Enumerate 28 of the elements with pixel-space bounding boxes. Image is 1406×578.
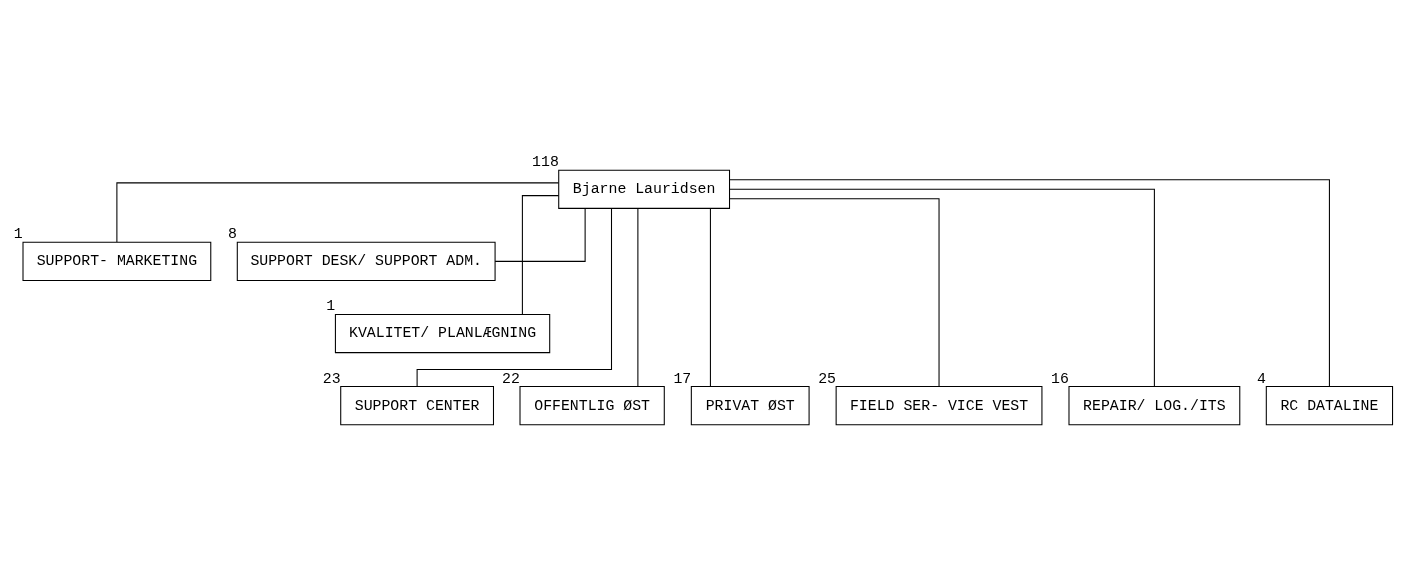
node-box: REPAIR/ LOG./ITS [1068,385,1241,425]
connector [709,207,711,387]
connector [494,207,586,262]
node-box: KVALITET/ PLANLÆGNING [334,313,551,353]
node-box: OFFENTLIG ØST [519,385,665,425]
node-box: RC DATALINE [1265,385,1394,425]
connector [729,178,1330,387]
connector [521,194,560,315]
node-label: 1 [13,225,23,242]
node-label: 17 [673,370,692,387]
connector [729,197,940,387]
node-box: SUPPORT CENTER [340,385,494,425]
node-label: 8 [228,225,237,242]
connector [116,181,560,242]
node-label: 118 [532,153,559,170]
node-label: 25 [818,370,837,387]
node-label: 4 [1257,370,1266,387]
node-box: Bjarne Lauridsen [558,169,731,209]
node-label: 16 [1051,370,1069,387]
node-box: SUPPORT DESK/ SUPPORT ADM. [236,241,496,281]
node-box: PRIVAT ØST [690,385,810,425]
node-label: 1 [326,297,336,314]
node-label: 22 [502,370,520,387]
node-label: 23 [322,370,341,387]
node-box: SUPPORT- MARKETING [22,241,212,281]
connector [729,188,1155,387]
connector [637,207,639,387]
node-box: FIELD SER- VICE VEST [835,385,1043,425]
